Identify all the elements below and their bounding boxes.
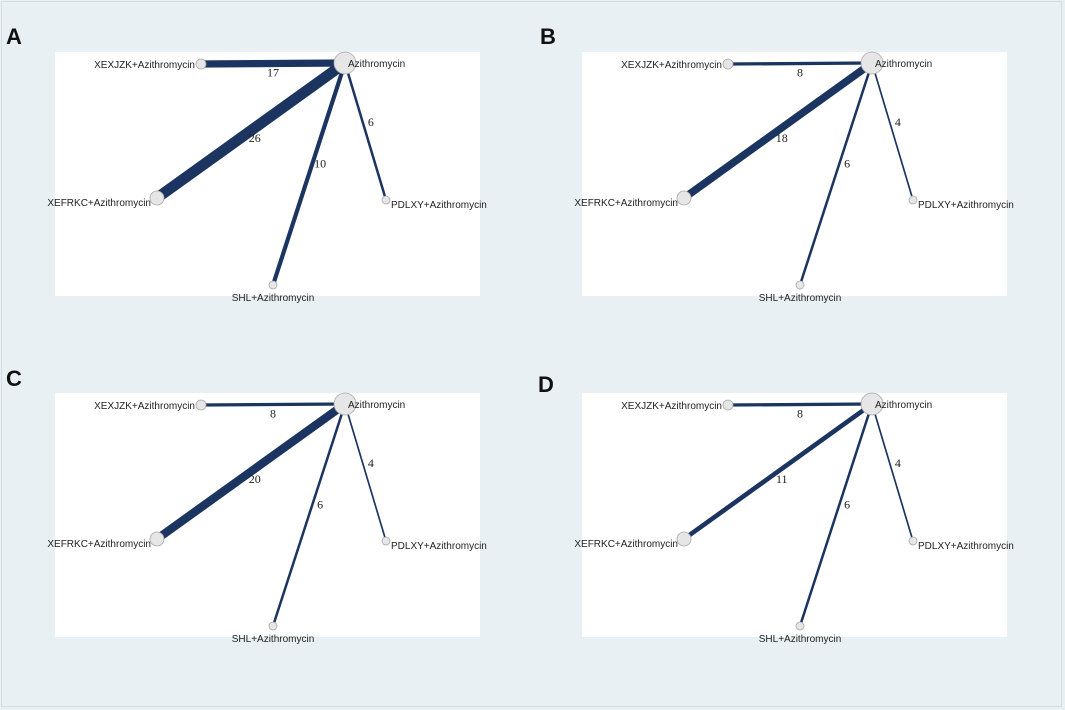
node-xexjzk-b <box>722 58 734 70</box>
node-shl-a <box>268 280 278 290</box>
node-label-pdlxy: PDLXY+Azithromycin <box>391 541 487 552</box>
edge-xefrkc-d <box>682 402 874 541</box>
edge-count-label: 4 <box>368 456 374 470</box>
node-shl-d <box>795 621 805 631</box>
edge-count-label: 6 <box>844 156 850 170</box>
node-azi-b <box>860 51 884 75</box>
panel-letter-b: B <box>540 24 556 49</box>
node-label-azi: Azithromycin <box>348 400 405 411</box>
edge-count-label: 20 <box>249 472 261 486</box>
node-pdlxy-d <box>908 536 918 546</box>
edge-count-label: 8 <box>797 66 803 80</box>
node-label-xefrkc: XEFRKC+Azithromycin <box>47 539 151 550</box>
node-xefrkc-b <box>676 190 692 206</box>
node-shl-c <box>268 621 278 631</box>
edge-count-label: 8 <box>797 407 803 421</box>
edge-count-label: 10 <box>314 156 326 170</box>
node-label-shl: SHL+Azithromycin <box>232 293 315 304</box>
node-label-azi: Azithromycin <box>348 59 405 70</box>
node-label-xefrkc: XEFRKC+Azithromycin <box>574 198 678 209</box>
node-azi-c <box>333 392 357 416</box>
edge-xexjzk-c <box>200 402 346 407</box>
node-label-azi: Azithromycin <box>875 59 932 70</box>
node-shl-b <box>795 280 805 290</box>
node-xefrkc-d <box>676 531 692 547</box>
edge-count-label: 6 <box>844 497 850 511</box>
network-svg-d: 8 11 6 4 Azithromycin XEXJZK+AzithromycinXEFR… <box>574 392 1014 645</box>
node-azi-a <box>333 51 357 75</box>
edge-count-label: 11 <box>776 472 788 486</box>
node-xexjzk-a <box>195 58 207 70</box>
network-svg-c: 8 20 6 4 Azithromycin XEXJZK+AzithromycinXEFR… <box>47 392 487 645</box>
edge-xexjzk-a <box>200 59 346 68</box>
node-label-xexjzk: XEXJZK+Azithromycin <box>94 401 195 412</box>
node-xefrkc-c <box>149 531 165 547</box>
edge-count-label: 8 <box>270 407 276 421</box>
node-label-xexjzk: XEXJZK+Azithromycin <box>94 60 195 71</box>
node-xexjzk-d <box>722 399 734 411</box>
network-svg-b: 8 18 6 4 Azithromycin XEXJZK+AzithromycinXEFR… <box>574 51 1014 304</box>
node-label-pdlxy: PDLXY+Azithromycin <box>918 200 1014 211</box>
edge-count-label: 6 <box>317 497 323 511</box>
node-label-xexjzk: XEXJZK+Azithromycin <box>621 401 722 412</box>
edge-count-label: 4 <box>895 115 901 129</box>
node-label-pdlxy: PDLXY+Azithromycin <box>918 541 1014 552</box>
edge-shl-a <box>271 62 347 286</box>
edge-count-label: 17 <box>267 66 279 80</box>
edge-shl-b <box>798 62 874 286</box>
edge-count-label: 26 <box>249 131 261 145</box>
edge-xefrkc-b <box>681 59 875 202</box>
edge-shl-d <box>798 403 874 627</box>
panel-letter-c: C <box>6 366 22 391</box>
edge-xexjzk-b <box>727 61 873 66</box>
network-svg-a: 17 26 10 6 Azithromycin XEXJZK+AzithromycinXE… <box>47 51 487 304</box>
node-label-azi: Azithromycin <box>875 400 932 411</box>
node-label-xefrkc: XEFRKC+Azithromycin <box>574 539 678 550</box>
panel-letter-a: A <box>6 24 22 49</box>
node-label-pdlxy: PDLXY+Azithromycin <box>391 200 487 211</box>
edge-pdlxy-a <box>343 62 388 201</box>
node-label-shl: SHL+Azithromycin <box>759 634 842 645</box>
edge-xexjzk-d <box>727 402 873 407</box>
node-label-xefrkc: XEFRKC+Azithromycin <box>47 198 151 209</box>
edge-count-label: 4 <box>895 456 901 470</box>
edge-xefrkc-c <box>154 400 348 543</box>
node-pdlxy-a <box>381 195 391 205</box>
edge-count-label: 6 <box>368 115 374 129</box>
edge-pdlxy-d <box>871 403 914 542</box>
node-label-shl: SHL+Azithromycin <box>759 293 842 304</box>
edge-pdlxy-b <box>871 62 914 201</box>
edge-pdlxy-c <box>344 403 387 542</box>
panel-letter-d: D <box>538 372 554 397</box>
node-pdlxy-c <box>381 536 391 546</box>
node-pdlxy-b <box>908 195 918 205</box>
edge-shl-c <box>271 403 347 627</box>
node-label-xexjzk: XEXJZK+Azithromycin <box>621 60 722 71</box>
node-xexjzk-c <box>195 399 207 411</box>
node-label-shl: SHL+Azithromycin <box>232 634 315 645</box>
edge-count-label: 18 <box>776 131 788 145</box>
edge-xefrkc-a <box>153 58 349 203</box>
node-azi-d <box>860 392 884 416</box>
node-xefrkc-a <box>149 190 165 206</box>
